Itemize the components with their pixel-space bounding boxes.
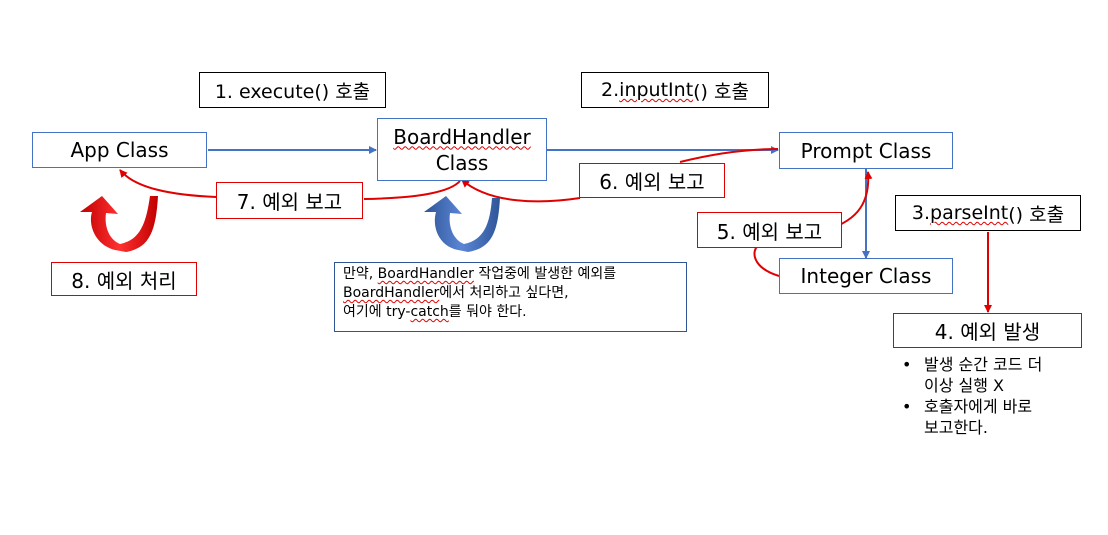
report-6-label: 6. 예외 보고 xyxy=(579,163,725,198)
bullet-item: 발생 순간 코드 더이상 실행 X xyxy=(898,354,1098,396)
note-line-2: BoardHandler에서 처리하고 싶다면, xyxy=(343,285,569,301)
execute-call-label: 1. execute() 호출 xyxy=(199,72,386,108)
report-arrow-prompt-to-board xyxy=(462,148,779,203)
note-line-1: 만약, BoardHandler 작업중에 발생한 예외를 xyxy=(343,266,617,282)
integer-class-box: Integer Class xyxy=(779,258,953,294)
report-7-label: 7. 예외 보고 xyxy=(216,182,363,219)
report-arrow-board-to-app xyxy=(120,170,461,200)
note-line-3: 여기에 try-catch를 둬야 한다. xyxy=(343,304,527,320)
prompt-class-box: Prompt Class xyxy=(779,132,953,169)
try-catch-note: 만약, BoardHandler 작업중에 발생한 예외를 BoardHandl… xyxy=(334,262,687,332)
report-5-label: 5. 예외 보고 xyxy=(697,212,842,248)
red-curved-up-arrow-icon xyxy=(80,196,158,252)
boardhandler-class-box: BoardHandler Class xyxy=(377,118,547,181)
inputint-call-label: 2. inputInt() 호출 xyxy=(581,72,769,108)
parseint-call-label: 3. parseInt() 호출 xyxy=(895,195,1081,231)
blue-curved-up-arrow-icon xyxy=(424,196,500,252)
handle-8-label: 8. 예외 처리 xyxy=(51,262,197,296)
app-class-box: App Class xyxy=(32,132,207,168)
exception-occurs-label: 4. 예외 발생 xyxy=(893,313,1082,348)
